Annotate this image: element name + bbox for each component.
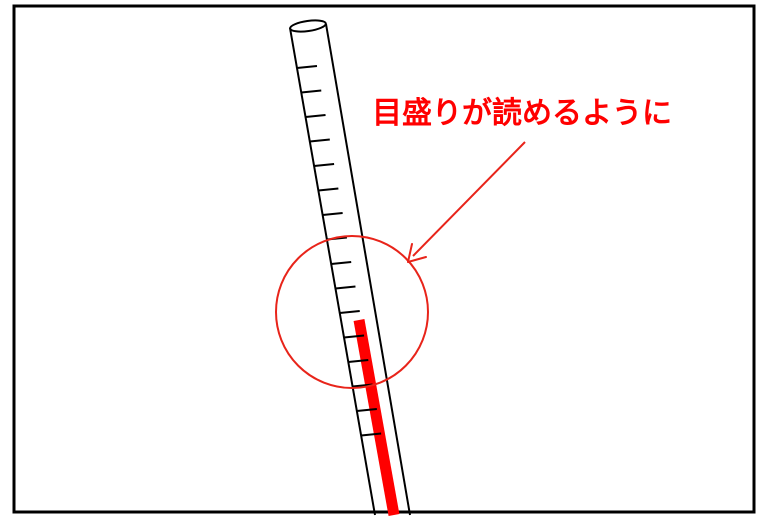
tick-mark — [356, 408, 377, 412]
thermometer — [289, 19, 411, 516]
annotation-arrow-shaft — [412, 141, 526, 257]
tick-mark — [322, 212, 343, 216]
tick-mark — [331, 261, 352, 265]
tick-mark — [309, 138, 330, 143]
tick-mark — [305, 114, 326, 118]
tick-mark — [343, 334, 365, 339]
tick-mark — [348, 359, 369, 363]
tick-mark — [296, 65, 318, 69]
tick-mark — [335, 285, 356, 290]
tube-left-edge — [289, 27, 376, 516]
tick-mark — [361, 432, 382, 437]
tube-top-opening — [289, 19, 327, 33]
tick-mark — [339, 310, 360, 314]
annotation-arrow-head — [407, 243, 427, 263]
tick-mark — [318, 187, 339, 192]
highlight-circle — [275, 235, 429, 389]
tick-mark — [352, 383, 373, 388]
thermometer-liquid — [353, 319, 400, 516]
tick-mark — [313, 163, 335, 167]
tick-mark — [301, 89, 322, 94]
frame-border — [12, 4, 756, 514]
tube-right-edge — [325, 23, 411, 516]
annotation-label: 目盛りが読めるように — [372, 96, 672, 131]
